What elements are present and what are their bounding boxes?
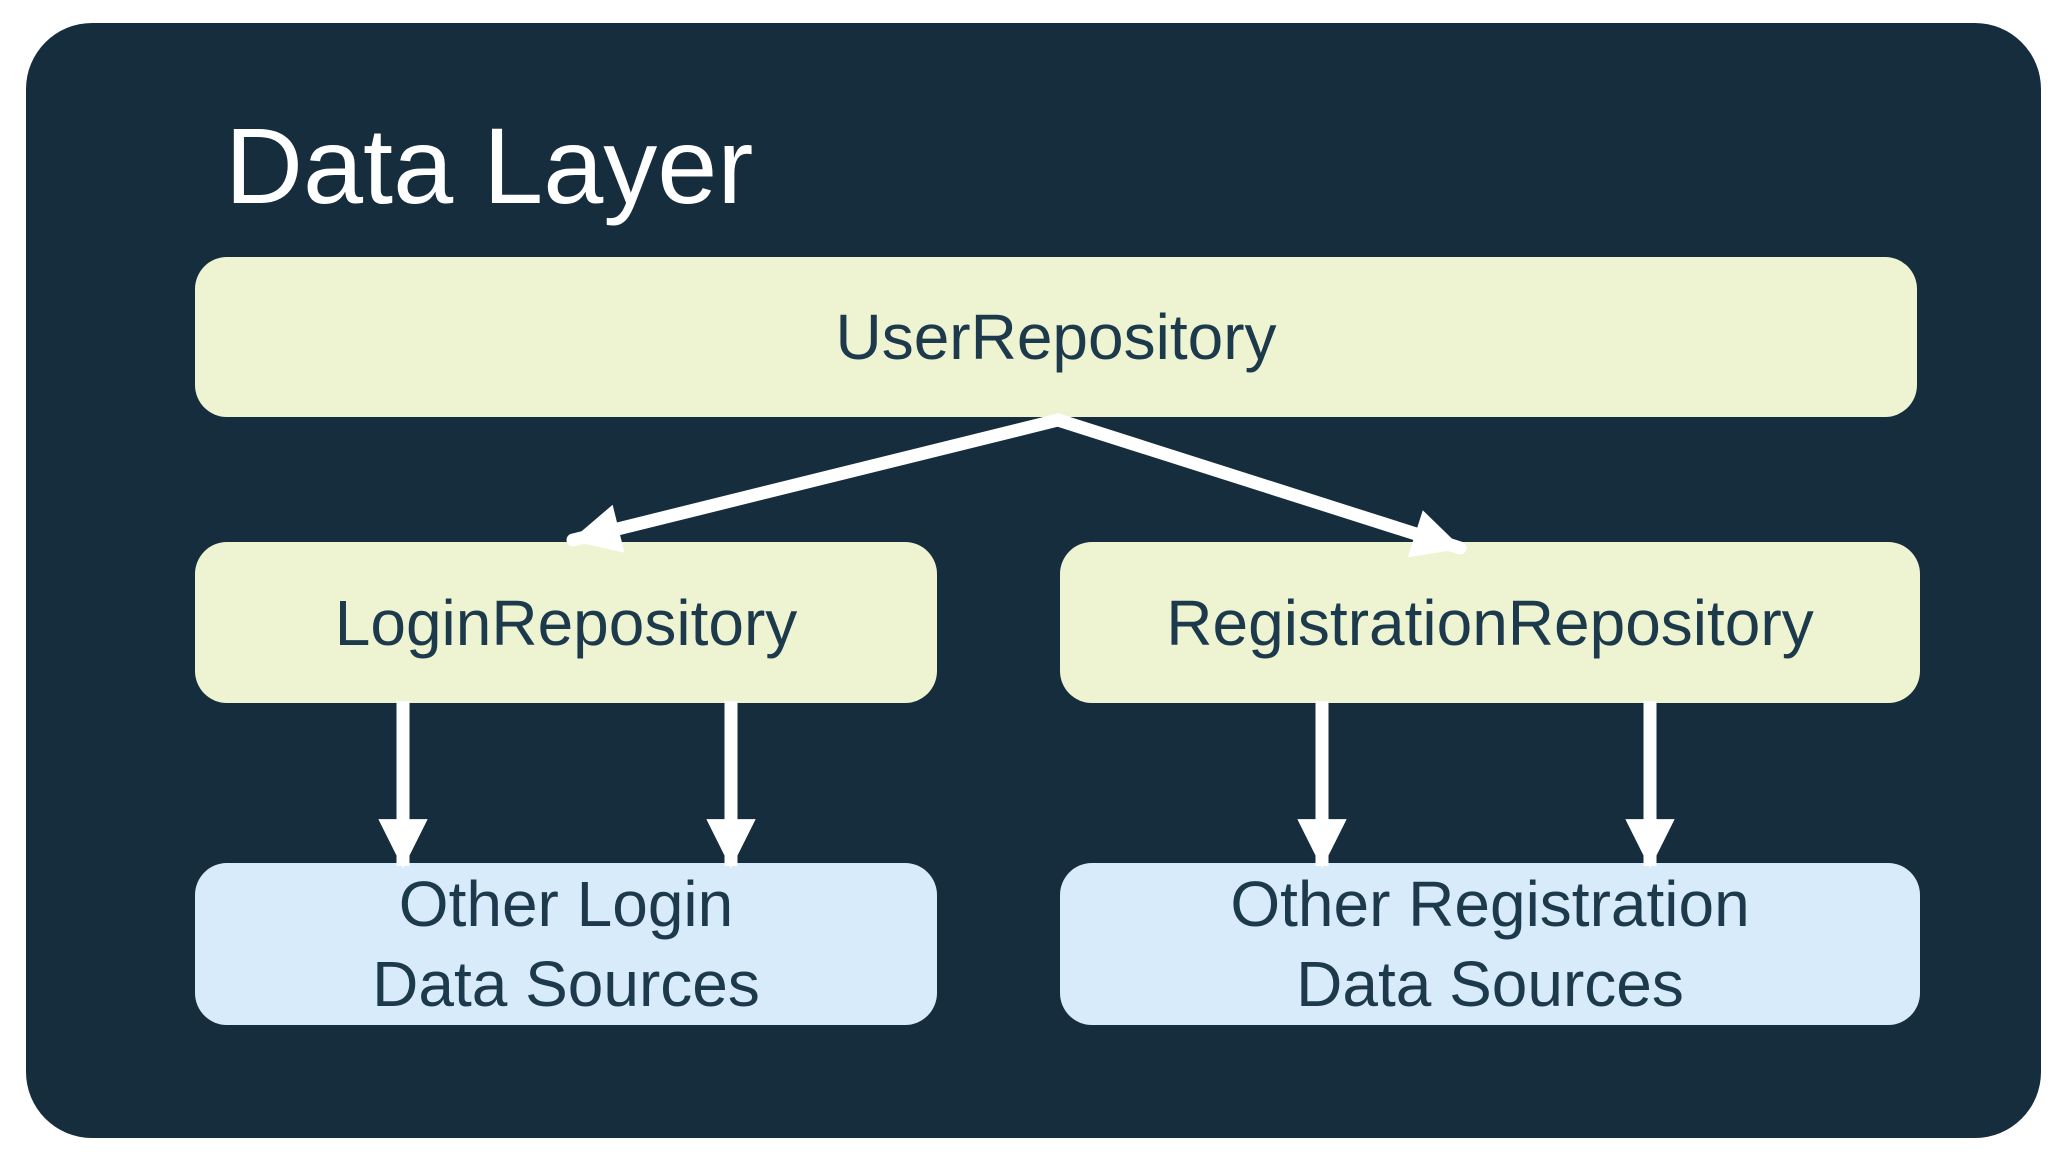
panel-title: Data Layer <box>225 105 754 226</box>
node-other-login-data-sources: Other Login Data Sources <box>195 863 937 1025</box>
node-other-login-data-sources-label-line2: Data Sources <box>372 948 760 1020</box>
node-user-repository-label: UserRepository <box>835 301 1277 373</box>
node-login-repository: LoginRepository <box>195 542 937 703</box>
node-other-registration-data-sources-label-line1: Other Registration <box>1230 868 1750 940</box>
node-registration-repository: RegistrationRepository <box>1060 542 1920 703</box>
node-other-registration-data-sources-label-line2: Data Sources <box>1296 948 1684 1020</box>
node-login-repository-label: LoginRepository <box>334 586 798 659</box>
node-user-repository: UserRepository <box>195 257 1917 417</box>
node-other-login-data-sources-label-line1: Other Login <box>398 868 734 940</box>
node-registration-repository-label: RegistrationRepository <box>1166 586 1814 659</box>
node-other-registration-data-sources: Other Registration Data Sources <box>1060 863 1920 1025</box>
